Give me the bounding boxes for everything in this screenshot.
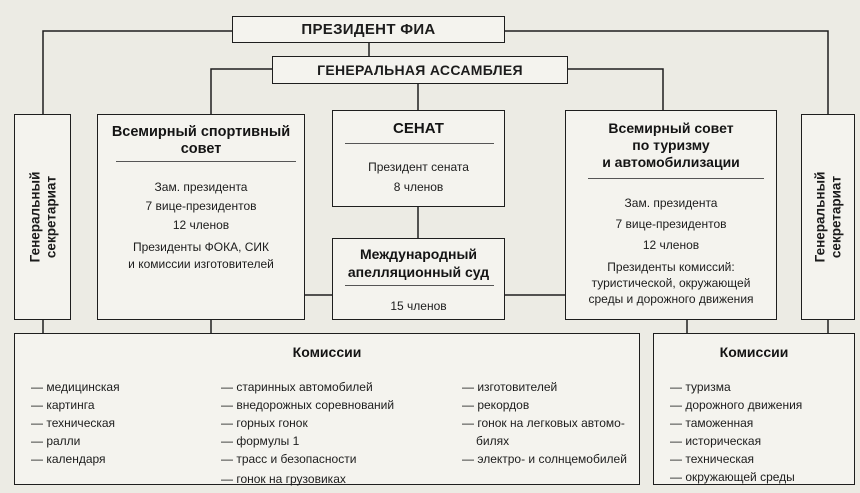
court-divider — [345, 285, 494, 286]
commissions-left-title: Комиссии — [292, 344, 362, 360]
commissions-left-col3: — изготовителей — рекордов — гонок на ле… — [462, 378, 627, 468]
list-item: — рекордов — [462, 398, 530, 412]
senate-title: СЕНАТ — [393, 120, 444, 137]
list-item: — горных гонок — [221, 416, 308, 430]
list-item: — старинных автомобилей — [221, 380, 373, 394]
court-members: 15 членов — [390, 299, 447, 313]
sport-council-members: 12 членов — [172, 218, 230, 232]
list-item: — гонок на легковых автомо- — [462, 416, 625, 430]
general-assembly-label: ГЕНЕРАЛЬНАЯ АССАМБЛЕЯ — [317, 62, 523, 78]
tourism-council-box: Всемирный совет по туризму и автомобилиз… — [565, 110, 777, 320]
court-title-1: Международный — [359, 246, 478, 262]
sport-council-title-2: совет — [180, 141, 222, 157]
connector-top-frame-right — [505, 30, 829, 114]
list-item: — календаря — [31, 452, 106, 466]
sport-council-divider — [116, 161, 296, 162]
sport-council-box: Всемирный спортивный совет Зам. президен… — [97, 114, 305, 320]
connector-assembly-left — [210, 68, 272, 114]
list-item: — медицинская — [31, 380, 120, 394]
commissions-right-list: — туризма — дорожного движения — таможен… — [670, 378, 802, 486]
list-item: — историческая — [670, 434, 762, 448]
list-item: — техническая — [31, 416, 116, 430]
list-item: — электро- и солнцемобилей — [462, 452, 627, 466]
senate-divider — [345, 143, 494, 144]
commissions-right-title: Комиссии — [719, 344, 789, 360]
secretariat-right-label: Генеральный секретариат — [812, 171, 843, 263]
tourism-council-divider — [588, 178, 764, 179]
senate-president: Президент сената — [368, 160, 469, 174]
list-item: — таможенная — [670, 416, 754, 430]
court-box: Международный апелляционный суд 15 члено… — [332, 238, 505, 320]
sport-council-presidents-1: Президенты ФОКА, СИК — [132, 240, 270, 254]
list-item: — туризма — [670, 380, 731, 394]
sport-council-vice: 7 вице-президентов — [145, 199, 257, 213]
secretariat-right-box: Генеральный секретариат — [801, 114, 855, 320]
commissions-right-box: Комиссии — туризма — дорожного движения … — [653, 333, 855, 485]
tourism-council-presidents-1: Президенты комиссий: — [607, 260, 735, 274]
list-item: — техническая — [670, 452, 755, 466]
court-title-2: апелляционный суд — [347, 264, 490, 280]
tourism-council-members: 12 членов — [642, 238, 700, 252]
tourism-council-presidents-2: туристической, окружающей — [591, 276, 751, 290]
tourism-council-title-1: Всемирный совет — [608, 120, 734, 136]
commissions-left-col2: — старинных автомобилей — внедорожных со… — [221, 378, 394, 488]
list-item: — гонок на грузовиках — [221, 472, 346, 486]
list-item: — дорожного движения — [670, 398, 803, 412]
president-box: ПРЕЗИДЕНТ ФИА — [232, 16, 505, 43]
commissions-left-col1: — медицинская — картинга — техническая —… — [31, 378, 120, 468]
senate-box: СЕНАТ Президент сената 8 членов — [332, 110, 505, 207]
president-label: ПРЕЗИДЕНТ ФИА — [301, 21, 436, 38]
list-item: — ралли — [31, 434, 81, 448]
sport-council-deputy: Зам. президента — [154, 180, 248, 194]
connector-assembly-right — [568, 68, 664, 110]
tourism-council-title-3: и автомобилизации — [602, 154, 740, 170]
list-item: — окружающей среды — [670, 470, 795, 484]
secretariat-left-box: Генеральный секретариат — [14, 114, 71, 320]
tourism-council-deputy: Зам. президента — [624, 196, 718, 210]
commissions-left-box: Комиссии — медицинская — картинга — техн… — [14, 333, 640, 488]
sport-council-presidents-2: и комиссии изготовителей — [128, 257, 274, 271]
sport-council-title-1: Всемирный спортивный — [111, 124, 291, 140]
tourism-council-vice: 7 вице-президентов — [615, 217, 727, 231]
list-item: — картинга — [31, 398, 95, 412]
list-item: — изготовителей — [462, 380, 558, 394]
general-assembly-box: ГЕНЕРАЛЬНАЯ АССАМБЛЕЯ — [272, 56, 568, 84]
list-item: — внедорожных соревнований — [221, 398, 395, 412]
list-item: — трасс и безопасности — [221, 452, 357, 466]
connector-top-frame — [42, 30, 232, 114]
tourism-council-title-2: по туризму — [632, 137, 710, 153]
senate-members: 8 членов — [393, 180, 444, 194]
tourism-council-presidents-3: среды и дорожного движения — [588, 292, 754, 306]
list-item: билях — [476, 434, 510, 448]
secretariat-left-label: Генеральный секретариат — [26, 171, 58, 263]
list-item: — формулы 1 — [221, 434, 300, 448]
